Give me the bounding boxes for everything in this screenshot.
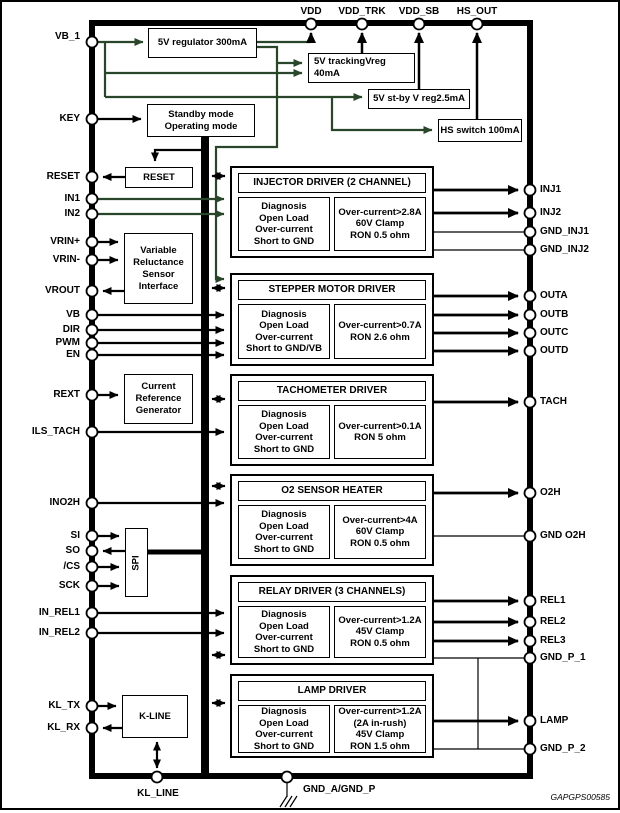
driver-block-stepper: STEPPER MOTOR DRIVER Diagnosis Open Load… <box>230 273 434 366</box>
pin-label-en: EN <box>66 349 80 360</box>
pin-label-reset: RESET <box>46 171 80 182</box>
driver-block-o2-heater: O2 SENSOR HEATER Diagnosis Open Load Ove… <box>230 474 434 566</box>
driver-block-tachometer: TACHOMETER DRIVER Diagnosis Open Load Ov… <box>230 374 434 466</box>
pin-label-outd: OUTD <box>540 345 569 356</box>
pin-label-ils-tach: ILS_TACH <box>31 426 80 437</box>
pin-label-vrout: VROUT <box>45 285 80 296</box>
left-signal-lines <box>96 115 225 769</box>
pin-label-so: SO <box>65 545 80 556</box>
driver-diagnostics: Diagnosis Open Load Over-current Short t… <box>238 197 330 251</box>
pin-label-rel2: REL2 <box>540 616 566 627</box>
driver-diagnostics: Diagnosis Open Load Over-current Short t… <box>238 405 330 459</box>
pin-label-kl-rx: KL_RX <box>47 722 80 733</box>
pin-label-outc: OUTC <box>540 327 569 338</box>
pin-label-hs-out: HS_OUT <box>456 6 498 17</box>
pin-label-gnd-p-2: GND_P_2 <box>540 743 586 754</box>
pin-label-gnd-p-1: GND_P_1 <box>540 652 586 663</box>
pin-label-in-rel2: IN_REL2 <box>38 627 80 638</box>
supply-risers <box>306 32 482 119</box>
right-output-lines <box>434 185 525 750</box>
pin-label-inj1: INJ1 <box>540 184 562 195</box>
central-bus <box>201 137 209 776</box>
pin-label-vb-1: VB_1 <box>54 31 80 42</box>
pin-label-sck: SCK <box>58 580 80 591</box>
pin-label-vrin-plus: VRIN+ <box>50 236 80 247</box>
pin-label-dir: DIR <box>62 324 80 335</box>
block-k-line: K-LINE <box>122 695 188 738</box>
pin-label-gnd-a-gnd-p: GND_A/GND_P <box>303 784 376 795</box>
pin-label-si: SI <box>70 530 80 541</box>
block-vr-sensor-interface: Variable Reluctance Sensor Interface <box>124 233 193 304</box>
figure-code: GAPGPS00585 <box>550 792 610 802</box>
pin-label-kl-tx: KL_TX <box>48 700 80 711</box>
driver-block-title: STEPPER MOTOR DRIVER <box>238 280 426 300</box>
pin-label-ino2h: INO2H <box>49 497 80 508</box>
spi-label: SPI <box>130 554 142 571</box>
pin-label-outa: OUTA <box>540 290 568 301</box>
driver-block-relay: RELAY DRIVER (3 CHANNELS) Diagnosis Open… <box>230 575 434 665</box>
driver-diagnostics: Diagnosis Open Load Over-current Short t… <box>238 505 330 559</box>
pin-label-gnd-inj1: GND_INJ1 <box>540 226 589 237</box>
pin-label-kl-line: KL_LINE <box>137 788 179 799</box>
pin-label-cs: /CS <box>63 561 80 572</box>
driver-block-title: O2 SENSOR HEATER <box>238 481 426 501</box>
driver-block-injector: INJECTOR DRIVER (2 CHANNEL) Diagnosis Op… <box>230 166 434 258</box>
driver-block-title: TACHOMETER DRIVER <box>238 381 426 401</box>
driver-block-title: RELAY DRIVER (3 CHANNELS) <box>238 582 426 602</box>
pin-label-in2: IN2 <box>64 208 80 219</box>
driver-specs: Over-current>1.2A (2A in-rush) 45V Clamp… <box>334 705 426 753</box>
driver-diagnostics: Diagnosis Open Load Over-current Short t… <box>238 705 330 753</box>
driver-specs: Over-current>1.2A 45V Clamp RON 0.5 ohm <box>334 606 426 658</box>
block-5v-tracking-vreg: 5V trackingVreg 40mA <box>308 53 415 83</box>
block-reset: RESET <box>125 167 193 188</box>
driver-block-title: LAMP DRIVER <box>238 681 426 701</box>
driver-specs: Over-current>4A 60V Clamp RON 0.5 ohm <box>334 505 426 559</box>
driver-block-lamp: LAMP DRIVER Diagnosis Open Load Over-cur… <box>230 674 434 758</box>
pin-label-o2h: O2H <box>540 487 561 498</box>
block-5v-regulator: 5V regulator 300mA <box>148 28 257 58</box>
pin-label-vdd-sb: VDD_SB <box>398 6 440 17</box>
driver-specs: Over-current>0.7A RON 2.6 ohm <box>334 304 426 359</box>
pin-label-vdd: VDD <box>300 6 322 17</box>
block-current-reference: Current Reference Generator <box>124 374 193 424</box>
pin-label-vb: VB <box>66 309 80 320</box>
pin-label-lamp: LAMP <box>540 715 569 726</box>
pin-circles <box>85 17 537 784</box>
pin-label-pwm: PWM <box>55 337 80 348</box>
pin-label-vdd-trk: VDD_TRK <box>338 6 386 17</box>
block-hs-switch: HS switch 100mA <box>438 119 522 142</box>
driver-diagnostics: Diagnosis Open Load Over-current Short t… <box>238 304 330 359</box>
pin-label-gnd-o2h: GND O2H <box>540 530 586 541</box>
pin-label-gnd-inj2: GND_INJ2 <box>540 244 589 255</box>
bus-block-links <box>211 172 226 707</box>
block-mode-control: Standby mode Operating mode <box>147 104 255 137</box>
driver-specs: Over-current>0.1A RON 5 ohm <box>334 405 426 459</box>
driver-block-title: INJECTOR DRIVER (2 CHANNEL) <box>238 173 426 193</box>
pin-label-vrin-minus: VRIN- <box>52 254 80 265</box>
pin-label-rel3: REL3 <box>540 635 566 646</box>
pin-label-outb: OUTB <box>540 309 569 320</box>
driver-specs: Over-current>2.8A 60V Clamp RON 0.5 ohm <box>334 197 426 251</box>
pin-label-inj2: INJ2 <box>540 207 562 218</box>
pin-label-rel1: REL1 <box>540 595 566 606</box>
pin-label-in-rel1: IN_REL1 <box>38 607 80 618</box>
power-routing <box>96 38 433 283</box>
block-spi: SPI <box>125 528 148 597</box>
pin-label-key: KEY <box>59 113 80 124</box>
block-5v-standby-vreg: 5V st-by V reg2.5mA <box>368 89 470 109</box>
pin-label-in1: IN1 <box>64 193 80 204</box>
pin-label-rext: REXT <box>53 389 80 400</box>
pin-label-tach: TACH <box>540 396 568 407</box>
driver-diagnostics: Diagnosis Open Load Over-current Short t… <box>238 606 330 658</box>
